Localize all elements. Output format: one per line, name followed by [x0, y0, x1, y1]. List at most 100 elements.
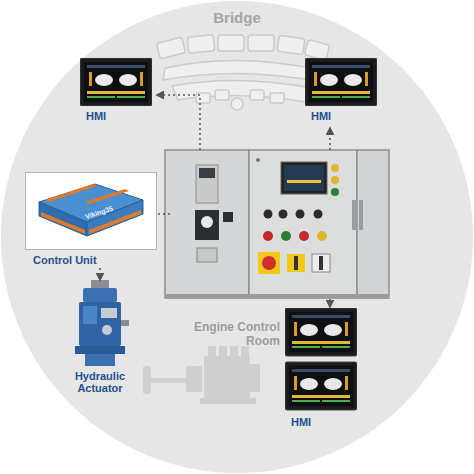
hydraulic-actuator-device-part [91, 280, 109, 288]
hmi-node: HMI [285, 308, 357, 434]
engine-illustration-part [200, 398, 256, 404]
bridge-console-part [215, 90, 229, 100]
control-cabinet-part [331, 164, 339, 172]
control-unit-device-part [85, 189, 129, 204]
hydraulic-actuator-device-part [83, 306, 97, 324]
hmi-screen-part [305, 58, 377, 106]
hydraulic-actuator-device [55, 280, 145, 368]
hmi-screen-part [344, 74, 362, 86]
hmi-screen-pair-part [294, 376, 297, 390]
control-cabinet-part [165, 294, 389, 299]
hmi-screen-pair-part [300, 378, 318, 390]
control-cabinet [165, 150, 389, 299]
control-unit-device-part [39, 202, 87, 236]
hmi-node: HMI [305, 58, 377, 124]
hydraulic-actuator-device-part [121, 320, 129, 326]
control-cabinet-part [314, 210, 323, 219]
actuator-node: Hydraulic Actuator [55, 280, 145, 396]
hmi-screen-part [140, 72, 143, 86]
engine-illustration-part [250, 364, 260, 392]
engine-illustration-part [150, 378, 186, 383]
hmi-screen-part [365, 72, 368, 86]
bridge-console-part [163, 60, 322, 82]
control-cabinet-part [262, 256, 276, 270]
hydraulic-actuator-device-part [102, 325, 112, 335]
node-label: Control Unit [25, 254, 157, 266]
hmi-screen-pair-part [324, 324, 342, 336]
hmi-screen-part [312, 91, 370, 94]
control-cabinet-part [263, 231, 273, 241]
hmi-screen-part [84, 62, 148, 102]
hmi-screen-part [305, 58, 377, 106]
signal-leader-part [329, 128, 331, 150]
dotted-connector [99, 268, 101, 280]
control-cabinet-part [201, 216, 213, 228]
bridge-console-part [277, 35, 305, 54]
area-title: Engine Control Room [178, 320, 280, 348]
hmi-screen-pair-part [294, 322, 297, 336]
hydraulic-actuator-device-part [79, 302, 121, 346]
bridge-console-part [250, 90, 264, 100]
engine-illustration-part [230, 346, 238, 356]
control-cabinet-part [196, 165, 218, 203]
hmi-screen-part [312, 96, 340, 98]
hmi-screen [305, 58, 377, 106]
control-cabinet-part [294, 256, 298, 270]
hmi-screen-pair [285, 308, 357, 412]
control-cabinet-part [195, 210, 219, 240]
control-cabinet-part [279, 210, 288, 219]
hmi-screen-pair-part [285, 308, 357, 356]
hmi-screen-pair-part [285, 362, 357, 410]
bridge-console-part [156, 37, 185, 59]
engine-illustration-part [204, 356, 250, 398]
signal-leader [157, 95, 330, 307]
hmi-screen-pair-part [292, 346, 320, 348]
bridge-console-part [218, 35, 244, 51]
node-label: HMI [285, 416, 357, 428]
control-cabinet-part [331, 176, 339, 184]
node-label: Hydraulic Actuator [55, 370, 145, 394]
hmi-screen-part [87, 65, 145, 68]
node-label: HMI [80, 110, 152, 122]
signal-leader-part [158, 213, 172, 215]
control-cabinet-part [165, 150, 249, 298]
hmi-screen [80, 58, 152, 106]
control-cabinet-part [197, 248, 217, 262]
signal-leader-part [157, 95, 200, 150]
hmi-screen-part [320, 74, 338, 86]
control-cabinet-part [284, 165, 324, 191]
hmi-screen-pair-part [292, 395, 350, 398]
control-cabinet-part [319, 256, 323, 270]
hmi-screen-part [87, 91, 145, 94]
hmi-screen-pair-part [322, 346, 350, 348]
control-cabinet-part [264, 210, 273, 219]
area-title: Bridge [0, 9, 474, 26]
hmi-screen-pair-part [285, 308, 357, 356]
hmi-screen-part [314, 72, 317, 86]
hmi-screen-pair-part [345, 376, 348, 390]
node-label: HMI [305, 110, 377, 122]
hydraulic-actuator-device-part [83, 288, 117, 302]
hmi-screen-part [119, 74, 137, 86]
control-cabinet-part [281, 162, 327, 194]
bridge-console-part [187, 35, 215, 54]
control-unit-node: Control Unit [25, 172, 157, 268]
engine-illustration [143, 346, 260, 404]
control-cabinet-part [331, 188, 339, 196]
hmi-screen-pair-part [289, 312, 353, 352]
hmi-screen-pair-part [292, 341, 350, 344]
control-cabinet-part [258, 252, 280, 274]
hmi-screen-pair-part [292, 315, 350, 318]
control-unit-device-part [41, 212, 85, 234]
bridge-console-part [172, 80, 312, 102]
control-cabinet-part [312, 254, 330, 272]
control-cabinet-part [352, 200, 357, 230]
control-cabinet-part [357, 150, 389, 298]
control-unit-device-part [45, 184, 97, 202]
hmi-screen-pair-part [324, 378, 342, 390]
control-cabinet-part [281, 231, 291, 241]
control-cabinet-part [223, 212, 233, 222]
control-cabinet-part [317, 231, 327, 241]
hmi-screen-part [80, 58, 152, 106]
